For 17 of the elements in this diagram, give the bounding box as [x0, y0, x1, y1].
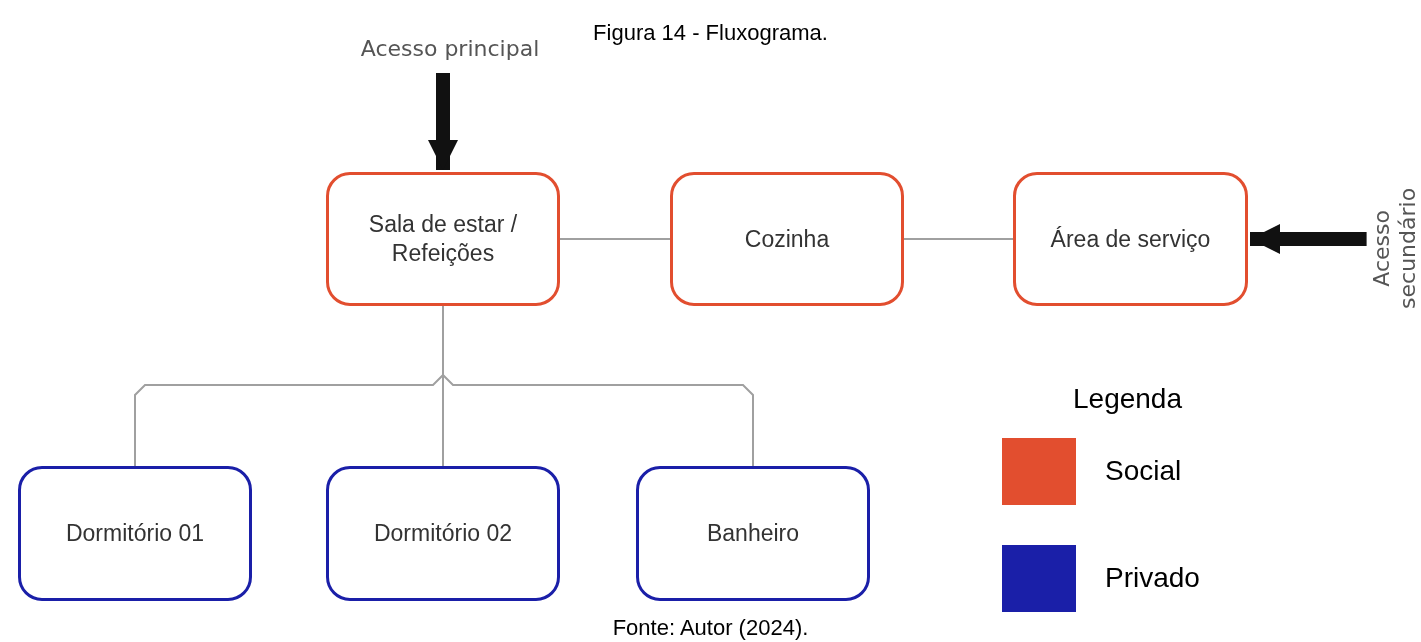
- legend-label: Social: [1105, 455, 1182, 487]
- room-box: Sala de estar / Refeições: [326, 172, 560, 306]
- connector-line: [903, 238, 1014, 240]
- access-label: Acesso secundário: [1368, 183, 1421, 314]
- access-label: Acesso principal: [330, 36, 570, 61]
- legend-label: Privado: [1105, 562, 1200, 594]
- room-box: Dormitório 01: [18, 466, 252, 601]
- room-box: Área de serviço: [1013, 172, 1248, 306]
- block-arrow: [428, 73, 458, 170]
- connector-line: [559, 238, 671, 240]
- figure-title: Figura 14 - Fluxograma.: [592, 20, 829, 46]
- block-arrow: [1250, 224, 1367, 254]
- figure-caption: Fonte: Autor (2024).: [611, 615, 810, 641]
- room-box: Cozinha: [670, 172, 904, 306]
- legend-title: Legenda: [1072, 383, 1183, 415]
- room-box: Dormitório 02: [326, 466, 560, 601]
- room-box: Banheiro: [636, 466, 870, 601]
